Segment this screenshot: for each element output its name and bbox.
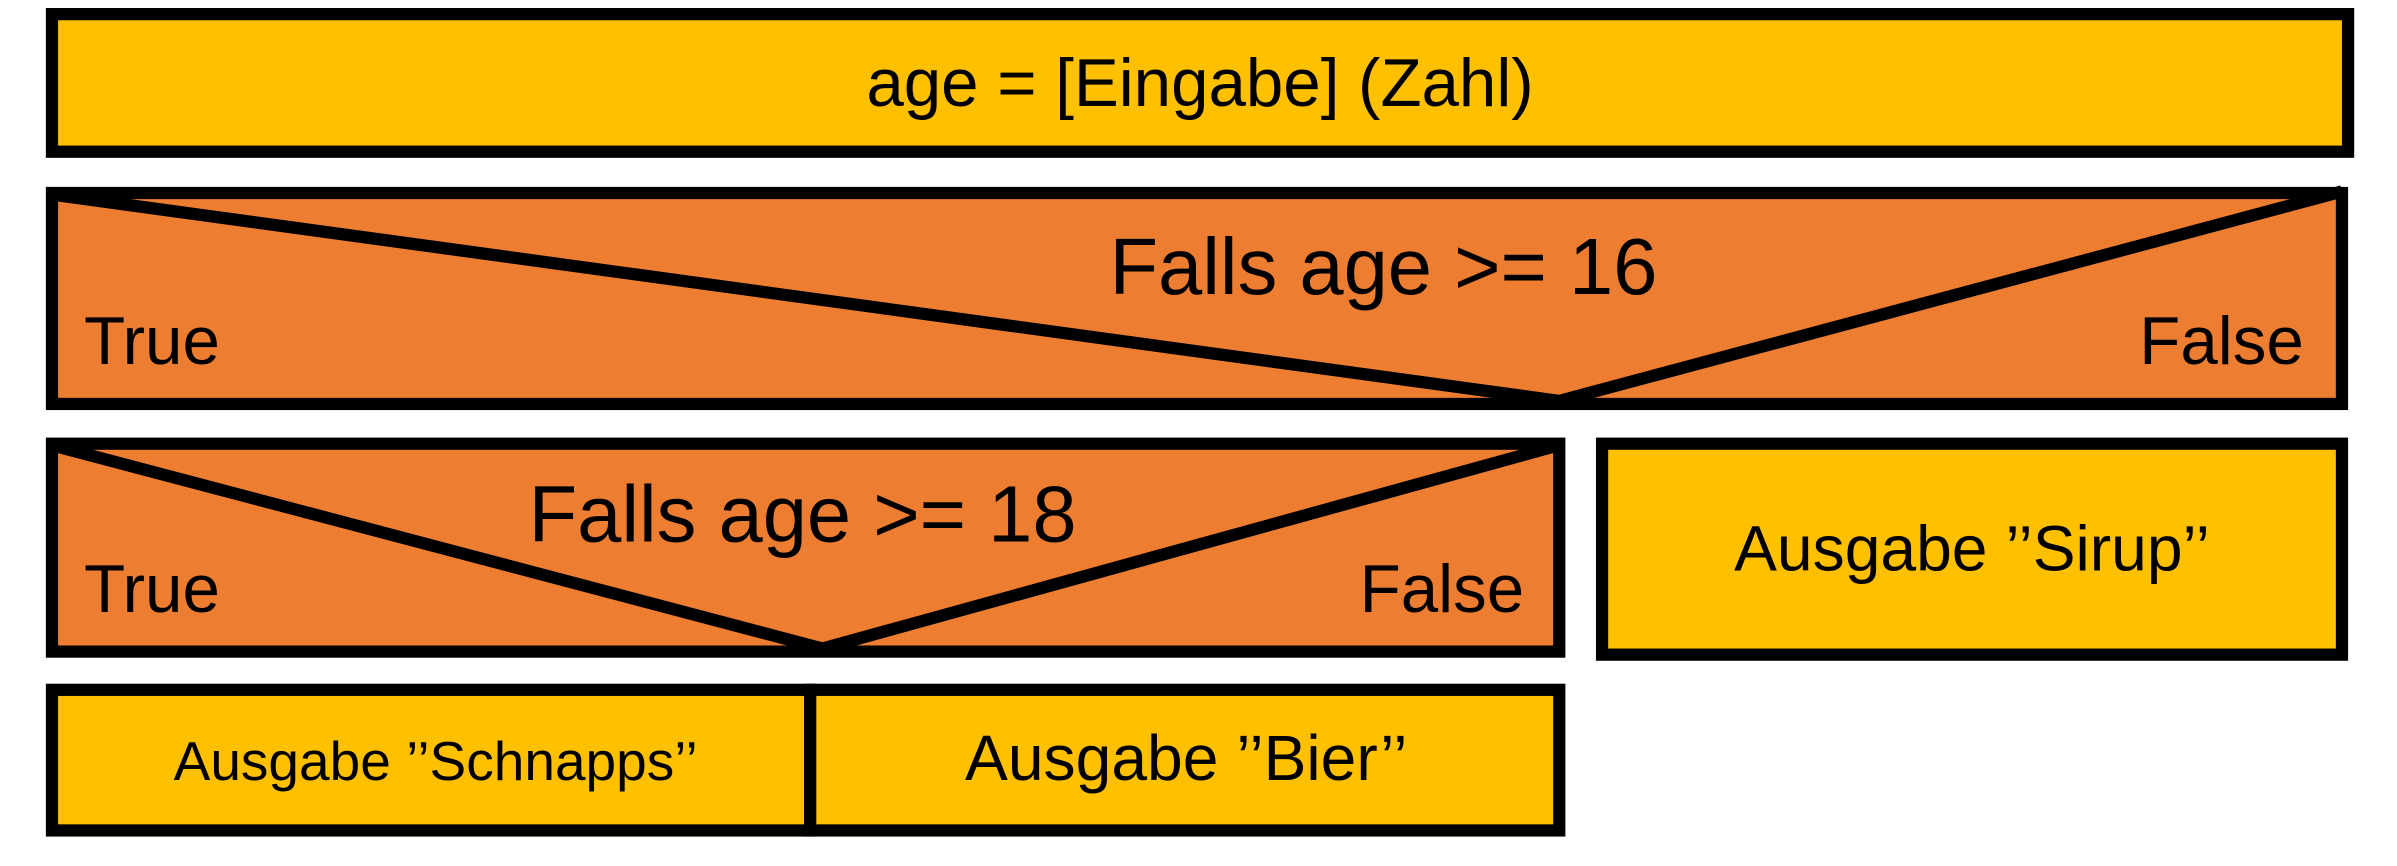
condition2-text: Falls age >= 18 [529,470,1077,559]
condition1-true-label: True [84,304,220,379]
condition2-block [45,437,1566,658]
assignment-block [45,8,2355,158]
bier-output-text: Ausgabe ’’Bier’’ [965,722,1407,794]
schnapps-output-text: Ausgabe ’’Schnapps’’ [174,730,698,792]
sirup-block [1595,437,2349,661]
condition1-text: Falls age >= 16 [1110,222,1658,311]
sirup-output-text: Ausgabe ’’Sirup’’ [1734,513,2210,585]
condition1-false-label: False [2139,304,2303,379]
assignment-text: age = [Eingabe] (Zahl) [866,46,1533,121]
condition2-false-label: False [1360,552,1524,627]
condition1-diagonals [51,185,2344,408]
condition2-true-label: True [84,552,220,627]
condition2-diagonals [50,439,1555,655]
bier-block [804,683,1566,837]
